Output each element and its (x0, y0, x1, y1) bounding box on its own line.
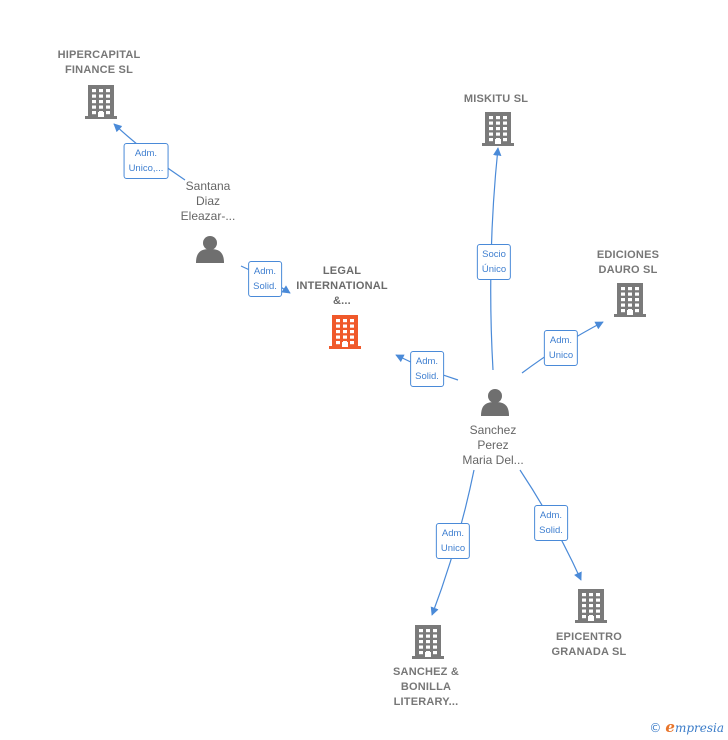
node-label-line: Eleazar-... (180, 209, 236, 223)
edge-label-sanchez-to-legal[interactable]: Adm. Solid. (410, 351, 444, 387)
person-icon[interactable] (481, 389, 509, 416)
node-label-legal[interactable]: LEGAL INTERNATIONAL &... (296, 264, 388, 309)
edge-label-sanchez-to-ediciones[interactable]: Adm. Unico (543, 330, 579, 366)
building-icon[interactable] (85, 85, 117, 119)
edge-label-santana-to-legal[interactable]: Adm. Solid. (248, 261, 282, 297)
node-label-line: BONILLA (400, 681, 452, 693)
edge-label-line: Adm. (539, 510, 563, 521)
node-label-line: &... (333, 295, 351, 307)
node-label-line: MISKITU SL (463, 93, 529, 105)
edge-label-santana-to-hipercapital[interactable]: Adm. Unico,... (123, 143, 169, 179)
node-label-line: EPICENTRO (556, 631, 622, 643)
edge-label-line: Solid. (539, 525, 563, 536)
node-label-line: GRANADA SL (551, 646, 627, 658)
edge-label-line: Adm. (253, 266, 277, 277)
node-label-line: FINANCE SL (65, 64, 133, 76)
node-label-line: SANCHEZ & (393, 666, 459, 678)
building-icon[interactable] (482, 112, 514, 146)
node-label-line: LEGAL (322, 265, 362, 277)
building-icon[interactable] (329, 315, 361, 349)
edge-label-line: Unico (440, 543, 466, 554)
node-label-line: INTERNATIONAL (296, 280, 388, 292)
edge-label-sanchez-to-epicentro[interactable]: Adm. Solid. (534, 505, 568, 541)
building-icon[interactable] (575, 589, 607, 623)
brand-logo-initial: e (665, 718, 675, 736)
edge-label-line: Solid. (415, 371, 439, 382)
copyright-icon: © (649, 721, 662, 735)
node-label-line: HIPERCAPITAL (57, 49, 141, 61)
node-label-miskitu[interactable]: MISKITU SL (464, 92, 528, 107)
brand-footer: ©empresia (649, 718, 724, 736)
edge-label-line: Único (481, 264, 507, 275)
node-label-hipercapital[interactable]: HIPERCAPITAL FINANCE SL (58, 48, 141, 78)
brand-logo-text: mpresia (674, 721, 724, 735)
node-label-line: Sanchez (469, 423, 517, 437)
building-icon[interactable] (412, 625, 444, 659)
node-label-line: EDICIONES (596, 249, 660, 261)
edge-label-line: Adm. (441, 528, 465, 539)
node-label-line: Santana (185, 179, 231, 193)
edge-label-sanchez-to-sanchezbonilla[interactable]: Adm. Unico (435, 523, 471, 559)
node-label-ediciones[interactable]: EDICIONES DAURO SL (597, 248, 659, 278)
node-label-line: DAURO SL (598, 264, 658, 276)
edge-label-line: Solid. (253, 281, 277, 292)
edge-label-line: Adm. (549, 335, 573, 346)
node-label-line: Perez (477, 438, 509, 452)
node-label-line: Maria Del... (462, 453, 524, 467)
edge-label-line: Adm. (134, 148, 158, 159)
edge-label-line: Unico,... (128, 163, 164, 174)
node-label-line: LITERARY... (393, 696, 459, 708)
person-icon[interactable] (196, 236, 224, 263)
node-label-line: Diaz (195, 194, 220, 208)
edge-label-line: Unico (548, 350, 574, 361)
building-icon[interactable] (614, 283, 646, 317)
node-label-sanchezbonilla[interactable]: SANCHEZ & BONILLA LITERARY... (393, 665, 459, 710)
edge-label-line: Adm. (415, 356, 439, 367)
edge-label-line: Socio (482, 249, 506, 260)
node-label-epicentro[interactable]: EPICENTRO GRANADA SL (552, 630, 627, 660)
